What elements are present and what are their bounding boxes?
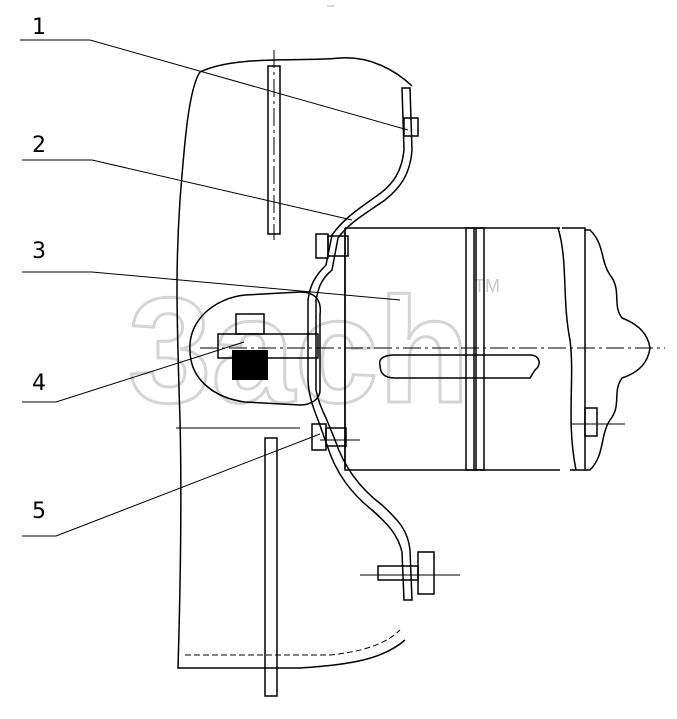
lower-bolt-nut xyxy=(325,427,347,447)
callout-5: 5 xyxy=(32,499,46,524)
shaft-slot xyxy=(378,354,540,379)
rear-cover-flange xyxy=(562,227,586,471)
upper-bolt-nut xyxy=(327,235,349,257)
generator-break-edge xyxy=(557,227,577,471)
block-dashed-edge xyxy=(185,629,401,656)
header-mark: ᵀˢᴬᵀ xyxy=(326,5,335,11)
bracket-top-tab xyxy=(403,117,419,137)
rear-cover xyxy=(585,229,651,471)
callout-2: 2 xyxy=(32,133,46,158)
callout-4: 4 xyxy=(32,371,46,396)
callout-3: 3 xyxy=(32,239,46,264)
leader-3 xyxy=(91,271,401,301)
rear-bolt xyxy=(584,407,598,437)
lower-stud xyxy=(264,437,278,697)
leader-4 xyxy=(55,341,245,403)
leader-1 xyxy=(89,39,409,131)
hatched-nut xyxy=(232,350,268,380)
watermark-trademark: TM xyxy=(474,276,500,296)
pulley-hub xyxy=(189,291,322,406)
callout-1: 1 xyxy=(32,15,46,40)
mounting-bracket xyxy=(307,87,413,601)
band-strap-2 xyxy=(475,227,485,471)
leader-2 xyxy=(91,159,353,221)
band-strap-1 xyxy=(465,227,475,471)
watermark-logo: 3ach xyxy=(128,266,470,434)
upper-bolt-head xyxy=(315,233,329,259)
engine-block-outline xyxy=(176,57,413,669)
bracket-bolt-nut xyxy=(417,551,435,595)
pulley-shaft xyxy=(217,333,319,359)
bracket-bolt xyxy=(377,565,419,581)
leader-5 xyxy=(55,433,321,537)
